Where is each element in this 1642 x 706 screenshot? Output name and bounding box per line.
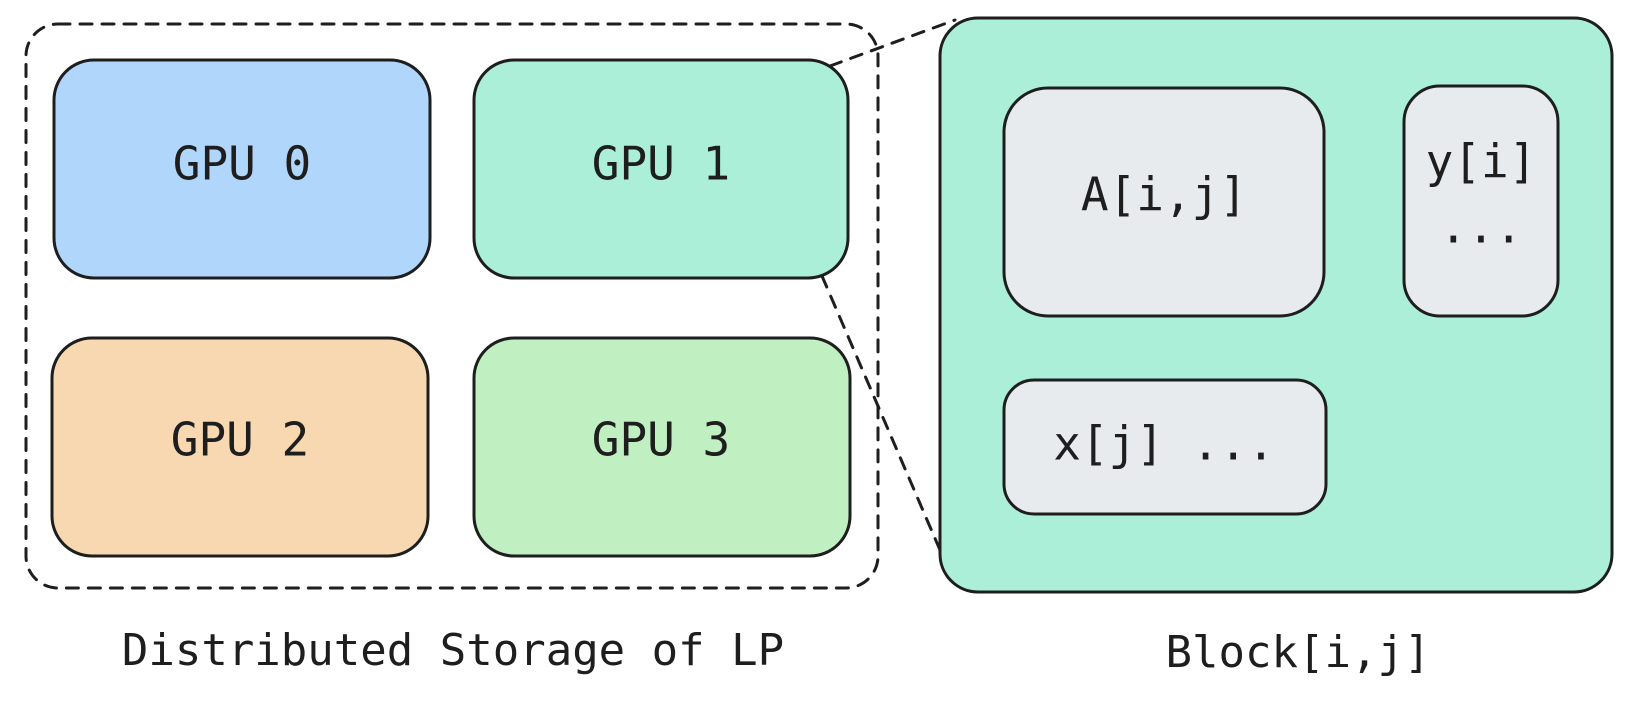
block-box: A[i,j] y[i] ... x[j] ... (938, 16, 1614, 594)
zoom-connector-bottom (820, 274, 942, 552)
gpu-3-label: GPU 3 (592, 413, 730, 467)
gpu-1-label: GPU 1 (592, 137, 730, 191)
block-cell-y-label: y[i] (1426, 135, 1537, 189)
block-cell-y-more: ... (1439, 200, 1522, 254)
zoom-connector-top (828, 18, 957, 68)
gpu-2-box: GPU 2 (50, 336, 430, 558)
gpu-group-boundary (24, 22, 880, 590)
gpu-0-box: GPU 0 (52, 58, 432, 280)
distributed-storage-caption: Distributed Storage of LP (122, 625, 784, 676)
block-cell-a: A[i,j] (1002, 86, 1326, 318)
block-cell-x: x[j] ... (1002, 378, 1328, 516)
block-caption: Block[i,j] (1166, 627, 1431, 678)
gpu-3-box: GPU 3 (472, 336, 852, 558)
gpu-2-label: GPU 2 (171, 413, 309, 467)
gpu-0-label: GPU 0 (173, 137, 311, 191)
gpu-1-box: GPU 1 (472, 58, 850, 280)
block-cell-y: y[i] ... (1402, 84, 1560, 318)
block-cell-a-label: A[i,j] (1081, 168, 1247, 222)
block-cell-x-label: x[j] ... (1053, 417, 1275, 471)
